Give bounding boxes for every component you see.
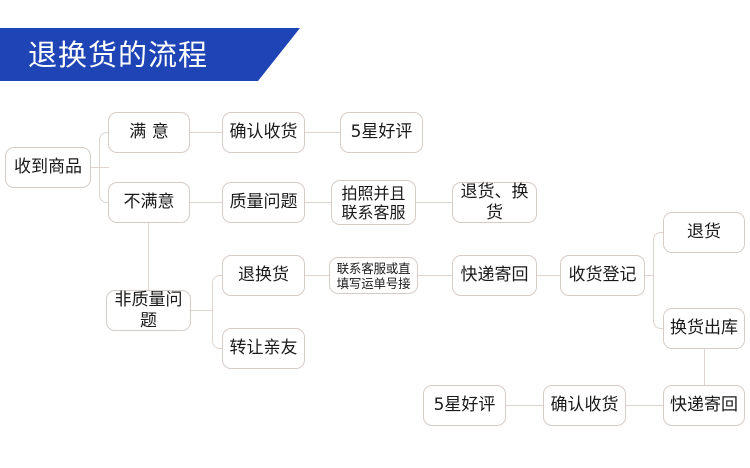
connector-bracket-register bbox=[653, 232, 663, 329]
connector-confirm2-fivestar2 bbox=[506, 405, 543, 407]
page-title: 退换货的流程 bbox=[28, 38, 209, 72]
node-photo-contact[interactable]: 拍照并且 联系客服 bbox=[331, 180, 416, 225]
node-exchange-out[interactable]: 换货出库 bbox=[663, 308, 745, 349]
connector-received-stem bbox=[91, 167, 109, 169]
node-contact-or-fill[interactable]: 联系客服或直 填写运单号接 bbox=[329, 257, 418, 294]
connector-contact-courier bbox=[418, 275, 452, 277]
node-received[interactable]: 收到商品 bbox=[5, 147, 91, 188]
connector-bracket-nonquality bbox=[212, 275, 222, 349]
connector-unsatisfied-nonquality bbox=[148, 223, 150, 290]
node-courier-back-2[interactable]: 快递寄回 bbox=[663, 385, 745, 426]
connector-courier2-confirm2 bbox=[626, 405, 663, 407]
connector-quality-photo bbox=[305, 202, 331, 204]
connector-exchangeout-courier bbox=[704, 349, 706, 385]
connector-photo-returnexchange bbox=[416, 202, 452, 204]
node-five-star-bottom[interactable]: 5星好评 bbox=[423, 385, 506, 426]
node-unsatisfied[interactable]: 不满意 bbox=[108, 182, 190, 223]
connector-satisfied-confirm bbox=[190, 132, 222, 134]
node-satisfied[interactable]: 满 意 bbox=[108, 112, 190, 153]
connector-courier-register bbox=[537, 275, 560, 277]
connector-bracket-received bbox=[99, 132, 109, 203]
node-courier-back-1[interactable]: 快递寄回 bbox=[452, 255, 537, 296]
node-confirm-receipt[interactable]: 确认收货 bbox=[222, 112, 305, 153]
node-five-star-top[interactable]: 5星好评 bbox=[340, 112, 423, 153]
node-return-exchange-2[interactable]: 退换货 bbox=[222, 255, 305, 296]
connector-confirm-fivestar bbox=[305, 132, 340, 134]
node-confirm-receipt-2[interactable]: 确认收货 bbox=[543, 385, 626, 426]
node-receipt-register[interactable]: 收货登记 bbox=[560, 255, 645, 296]
connector-returnexchange-contact bbox=[305, 275, 329, 277]
connector-register-stem bbox=[645, 275, 653, 277]
node-non-quality[interactable]: 非质量问题 bbox=[106, 290, 191, 331]
node-return-goods[interactable]: 退货 bbox=[663, 212, 745, 253]
node-quality-issue[interactable]: 质量问题 bbox=[222, 182, 305, 223]
connector-unsatisfied-quality bbox=[190, 202, 222, 204]
header-banner bbox=[0, 28, 300, 81]
node-transfer-friend[interactable]: 转让亲友 bbox=[222, 328, 305, 369]
connector-nonquality-stem bbox=[191, 310, 212, 312]
node-return-exchange-1[interactable]: 退货、换货 bbox=[452, 182, 537, 223]
